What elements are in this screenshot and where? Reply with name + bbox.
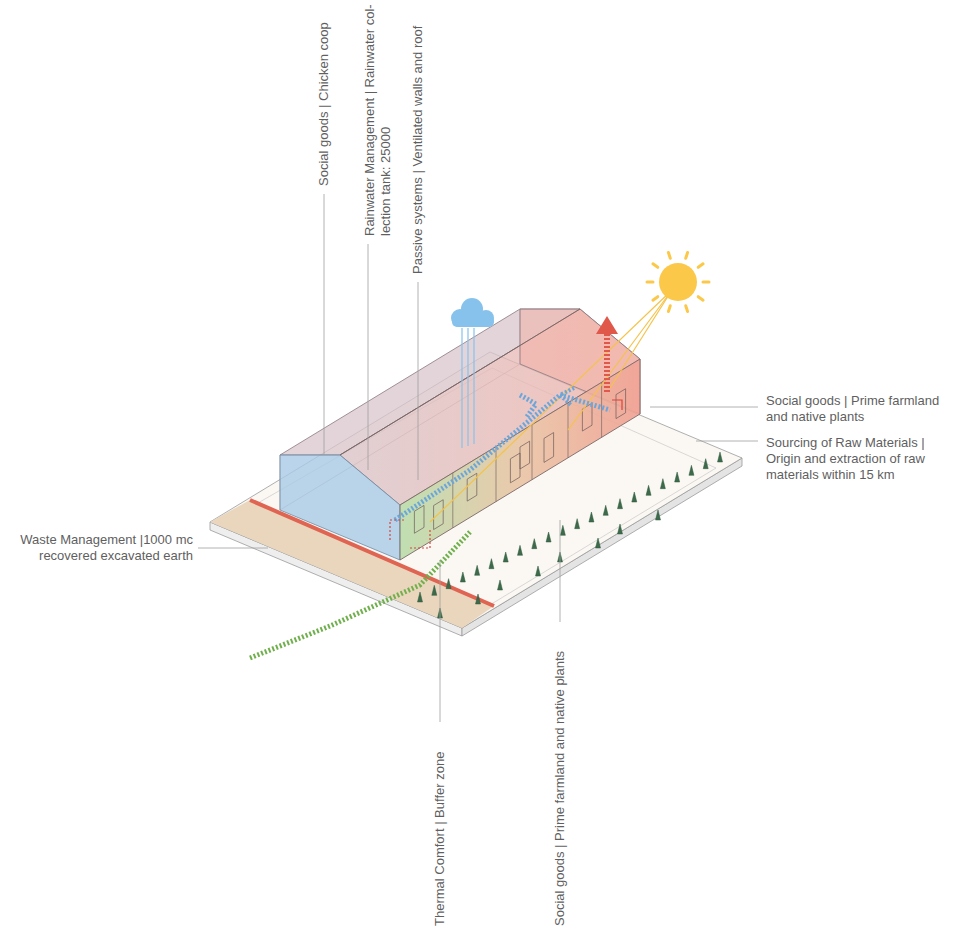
window bbox=[414, 505, 424, 533]
window bbox=[544, 433, 554, 463]
window bbox=[467, 473, 477, 501]
callout-label: Sourcing of Raw Materials | Origin and e… bbox=[766, 435, 954, 483]
sun-ray bbox=[653, 297, 658, 301]
tree bbox=[546, 532, 551, 542]
ventilation-flow bbox=[560, 388, 574, 406]
sun-ray bbox=[668, 253, 670, 259]
sun-ray bbox=[668, 306, 670, 312]
tree bbox=[718, 452, 723, 462]
facade-partition bbox=[532, 425, 533, 480]
tree bbox=[532, 539, 537, 549]
callout-label: Social goods | Chicken coop bbox=[316, 0, 332, 186]
facade-partition bbox=[496, 447, 497, 502]
ventilation-flow bbox=[395, 395, 560, 520]
tree bbox=[675, 472, 680, 482]
leader-lines bbox=[418, 282, 419, 480]
window bbox=[510, 453, 520, 483]
ventilation-flow bbox=[612, 400, 622, 410]
tree bbox=[646, 485, 651, 495]
tree bbox=[476, 594, 481, 604]
tree bbox=[418, 592, 423, 602]
building bbox=[400, 359, 640, 560]
rain-cloud bbox=[452, 316, 494, 327]
leader-lines bbox=[324, 194, 325, 455]
sun bbox=[430, 253, 709, 522]
rain-cloud bbox=[461, 328, 462, 448]
tree bbox=[475, 565, 480, 575]
facade-partition bbox=[568, 403, 569, 458]
window bbox=[520, 441, 530, 469]
leader-lines bbox=[440, 560, 441, 722]
sun-ray bbox=[647, 281, 653, 284]
callout-label: Waste Management |1000 mc recovered exca… bbox=[5, 532, 193, 564]
callout-label: Social goods | Prime farmland and native… bbox=[766, 393, 954, 425]
callout-label: Rainwater Management | Rainwater col- le… bbox=[362, 0, 394, 236]
tree bbox=[446, 579, 451, 589]
leader-lines bbox=[198, 194, 758, 722]
hot-air-arrow bbox=[596, 316, 618, 334]
tree bbox=[618, 499, 623, 509]
tree bbox=[596, 538, 601, 548]
sun-ray bbox=[653, 264, 658, 268]
hot-air-arrow bbox=[596, 316, 618, 392]
leader-lines bbox=[696, 441, 758, 442]
ventilation-flow bbox=[410, 528, 430, 548]
building bbox=[340, 309, 580, 455]
tree bbox=[489, 559, 494, 569]
tree bbox=[589, 512, 594, 522]
rain-cloud bbox=[451, 298, 494, 448]
tree bbox=[618, 524, 623, 534]
rain-cloud bbox=[467, 328, 468, 446]
sun bbox=[568, 290, 672, 430]
tree bbox=[503, 552, 508, 562]
tree bbox=[518, 545, 523, 555]
leader-lines bbox=[560, 520, 561, 622]
tree bbox=[632, 492, 637, 502]
callout-label: Thermal Comfort | Buffer zone bbox=[432, 726, 448, 926]
tree bbox=[660, 479, 665, 489]
tree bbox=[656, 510, 661, 520]
leader-lines bbox=[198, 548, 268, 549]
tree bbox=[432, 585, 437, 595]
tree bbox=[536, 566, 541, 576]
rain-cloud bbox=[473, 328, 474, 444]
tree bbox=[689, 465, 694, 475]
hot-air-arrow bbox=[604, 332, 610, 392]
building bbox=[280, 309, 640, 560]
sun-ray bbox=[686, 306, 688, 312]
sun-ray bbox=[686, 253, 688, 259]
sun-ray bbox=[703, 281, 709, 284]
tree bbox=[560, 525, 565, 535]
sun bbox=[659, 263, 697, 301]
tree bbox=[498, 580, 503, 590]
tree bbox=[603, 505, 608, 515]
earth-flow-arrow bbox=[250, 532, 470, 658]
ventilation-flow bbox=[390, 520, 405, 540]
window bbox=[616, 389, 626, 419]
ventilation-flow bbox=[560, 395, 610, 410]
callout-label: Social goods | Prime farmland and native… bbox=[552, 626, 568, 926]
tree bbox=[703, 459, 708, 469]
tree bbox=[460, 572, 465, 582]
callout-label: Passive systems | Ventilated walls and r… bbox=[410, 2, 426, 274]
tree bbox=[575, 519, 580, 529]
sun-ray bbox=[698, 297, 703, 301]
window bbox=[582, 403, 592, 431]
facade-details bbox=[414, 382, 625, 533]
sun bbox=[610, 290, 672, 388]
ventilation-flow bbox=[390, 388, 622, 548]
ventilation-flow bbox=[520, 395, 536, 418]
leader-lines bbox=[368, 244, 369, 470]
leader-lines bbox=[650, 407, 758, 408]
sun bbox=[647, 253, 709, 312]
building bbox=[280, 455, 400, 560]
sun bbox=[430, 290, 672, 522]
sun-ray bbox=[698, 264, 703, 268]
